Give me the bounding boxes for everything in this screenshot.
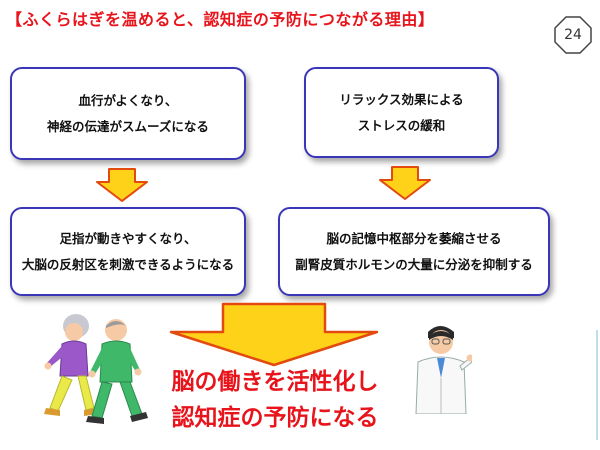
reason-box-line: 神経の伝達がスムーズになる	[47, 118, 209, 134]
conclusion-text: 脳の働きを活性化し 認知症の予防になる	[150, 364, 400, 436]
reason-box-line: 大脳の反射区を刺激できるようになる	[21, 256, 235, 272]
doctor-illustration	[410, 318, 472, 414]
large-down-arrow-icon	[167, 302, 381, 368]
elderly-couple-walking-illustration	[40, 312, 150, 430]
slide-edge-line	[596, 330, 598, 440]
reason-box-line: ストレスの緩和	[357, 117, 446, 133]
reason-box-relaxation: リラックス効果による ストレスの緩和	[304, 67, 499, 158]
reason-box-toes: 足指が動きやすくなり、 大脳の反射区を刺激できるようになる	[10, 207, 246, 296]
octagon-icon	[554, 16, 592, 54]
reason-box-line: 血行がよくなり、	[78, 92, 178, 108]
page-number-badge: 24	[553, 15, 593, 55]
down-arrow-icon	[378, 165, 432, 201]
reason-box-line: 副腎皮質ホルモンの大量に分泌を抑制する	[295, 256, 533, 272]
reason-box-line: リラックス効果による	[339, 91, 464, 107]
reason-box-hormone: 脳の記憶中枢部分を萎縮させる 副腎皮質ホルモンの大量に分泌を抑制する	[278, 207, 550, 296]
slide-title: 【ふくらはぎを温めると、認知症の予防につながる理由】	[6, 10, 435, 29]
down-arrow-icon	[95, 167, 149, 203]
page-number: 24	[564, 27, 582, 43]
conclusion-line: 脳の働きを活性化し	[171, 369, 379, 395]
conclusion-line: 認知症の予防になる	[171, 405, 379, 431]
reason-box-blood-flow: 血行がよくなり、 神経の伝達がスムーズになる	[10, 67, 246, 160]
reason-box-line: 脳の記憶中枢部分を萎縮させる	[326, 230, 502, 246]
reason-box-line: 足指が動きやすくなり、	[59, 230, 197, 246]
